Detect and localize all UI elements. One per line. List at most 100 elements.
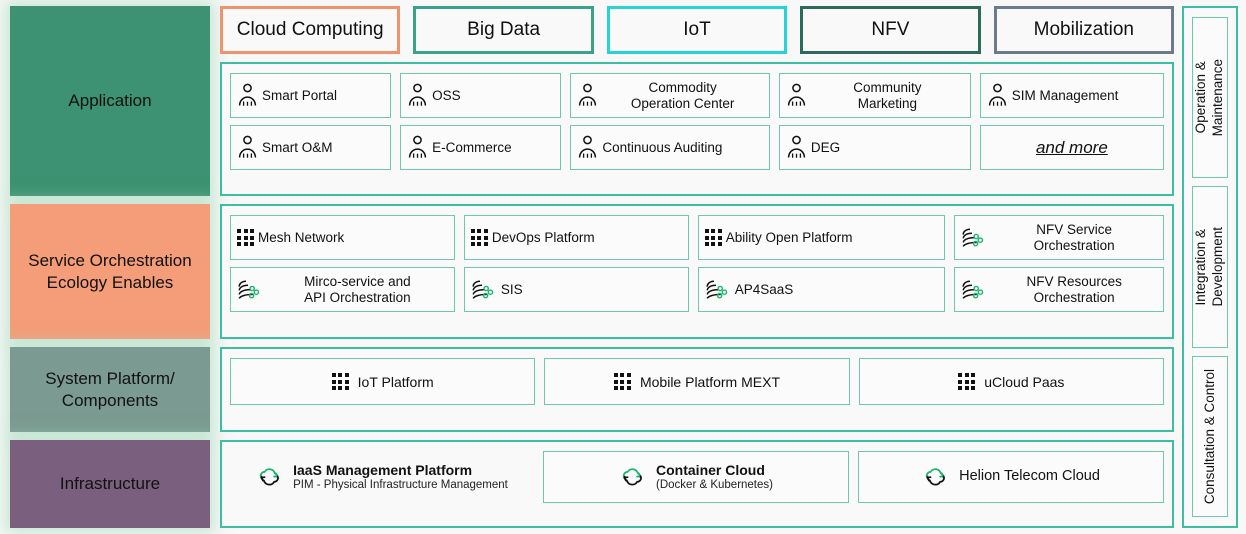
orchestration-icon: [961, 226, 987, 250]
item-label: Continuous Auditing: [602, 139, 723, 155]
tab-label: Big Data: [467, 19, 541, 40]
infrastructure-item-2[interactable]: Container Cloud(Docker & Kubernetes): [543, 451, 849, 503]
item-label: IoT Platform: [357, 373, 434, 390]
tab-big-data[interactable]: Big Data: [413, 6, 594, 54]
orchestration-icon: [961, 278, 987, 302]
tab-iot[interactable]: IoT: [606, 6, 788, 54]
layer-label-system: System Platform/ Components: [10, 347, 210, 432]
item-cell[interactable]: Mesh Network: [230, 215, 455, 260]
sidebar-item-label: Integration & Development: [1193, 227, 1225, 307]
item-label: Mirco-service and API Orchestration: [304, 274, 411, 305]
application-column-3: Commodity Operation Center Continuous Au…: [570, 73, 770, 185]
item-cell[interactable]: SIM Management: [979, 73, 1164, 118]
layer-label-text: System Platform/ Components: [45, 369, 175, 410]
item-cell[interactable]: AP4SaaS: [697, 267, 946, 312]
sidebar-item-2[interactable]: Integration & Development: [1192, 186, 1228, 348]
item-label: DEG: [810, 139, 841, 155]
item-cell[interactable]: DevOps Platform: [463, 215, 689, 260]
item-cell[interactable]: Mirco-service and API Orchestration: [230, 267, 455, 312]
dots-grid-icon: [470, 229, 488, 246]
item-cell[interactable]: Commodity Operation Center: [570, 73, 770, 118]
layer-label-infrastructure: Infrastructure: [10, 440, 210, 528]
person-icon: [786, 83, 807, 108]
item-cell[interactable]: NFV Resources Orchestration: [954, 267, 1164, 312]
item-label: Smart Portal: [262, 87, 338, 103]
layer-label-service: Service Orchestration Ecology Enables: [10, 204, 210, 339]
item-label: and more: [1035, 137, 1108, 157]
item-cell[interactable]: and more: [979, 125, 1164, 170]
system-item-1[interactable]: IoT Platform: [230, 358, 536, 405]
orchestration-icon: [471, 278, 497, 302]
layer-label-text: Application: [68, 91, 152, 111]
item-cell[interactable]: Smart Portal: [230, 73, 392, 118]
item-label: DevOps Platform: [491, 229, 595, 245]
item-cell[interactable]: NFV Service Orchestration: [954, 215, 1164, 260]
infrastructure-item-text: Helion Telecom Cloud: [959, 468, 1100, 485]
service-panel: Mesh Network Mirco-service and API Orche…: [220, 204, 1174, 339]
service-column-3: Ability Open Platform AP4SaaS: [697, 215, 946, 328]
item-label: SIM Management: [1011, 87, 1119, 103]
person-icon: [237, 135, 258, 160]
item-cell[interactable]: Continuous Auditing: [570, 125, 770, 170]
item-label: Smart O&M: [262, 139, 333, 155]
item-label: E-Commerce: [432, 139, 512, 155]
item-label: AP4SaaS: [734, 281, 794, 297]
infrastructure-item-3[interactable]: Helion Telecom Cloud: [858, 451, 1164, 503]
application-column-1: Smart Portal Smart O&M: [230, 73, 392, 185]
infrastructure-item-title: IaaS Management Platform: [293, 461, 473, 478]
layer-row-application: Application Cloud Computing Big Data IoT NF…: [10, 6, 1175, 196]
layer-row-service: Service Orchestration Ecology Enables Me…: [10, 204, 1174, 339]
infrastructure-item-subtitle: PIM - Physical Infrastructure Management: [293, 478, 508, 491]
sidebar-item-1[interactable]: Operation & Maintenance: [1192, 17, 1228, 179]
application-column: Cloud Computing Big Data IoT NFV Mobilizatio…: [220, 6, 1175, 196]
orchestration-icon: [705, 278, 731, 302]
dots-grid-icon: [704, 229, 722, 246]
person-icon: [407, 83, 428, 108]
item-cell[interactable]: Community Marketing: [778, 73, 971, 118]
item-cell[interactable]: SIS: [463, 267, 689, 312]
service-column-2: DevOps Platform SIS: [463, 215, 689, 328]
cloud-recycle-icon: [619, 465, 646, 489]
item-label: uCloud Paas: [984, 373, 1065, 390]
item-label: SIS: [500, 281, 523, 297]
person-icon: [987, 83, 1008, 108]
item-label: Community Marketing: [853, 80, 922, 111]
item-label: NFV Resources Orchestration: [1026, 274, 1122, 305]
layer-row-system: System Platform/ Components IoT Platform…: [10, 347, 1174, 432]
infrastructure-item-subtitle: (Docker & Kubernetes): [656, 478, 773, 491]
system-item-2[interactable]: Mobile Platform MEXT: [544, 358, 850, 405]
tab-strip: Cloud Computing Big Data IoT NFV Mobilizatio…: [220, 6, 1175, 54]
tab-label: NFV: [871, 19, 910, 40]
system-item-3[interactable]: uCloud Paas: [858, 358, 1164, 405]
item-cell[interactable]: E-Commerce: [400, 125, 562, 170]
dots-grid-icon: [958, 373, 976, 390]
sidebar-item-label: Consultation & Control: [1201, 368, 1217, 504]
sidebar-item-3[interactable]: Consultation & Control: [1192, 355, 1228, 517]
orchestration-icon: [237, 278, 263, 302]
service-grid: Mesh Network Mirco-service and API Orche…: [230, 215, 1164, 328]
person-icon: [786, 135, 807, 160]
item-cell[interactable]: DEG: [778, 125, 971, 170]
sidebar-item-label: Operation & Maintenance: [1193, 59, 1225, 137]
application-column-5: SIM Management and more: [979, 73, 1164, 185]
application-panel: Smart Portal Smart O&M OSS E-Commerce Co: [220, 62, 1174, 196]
tab-cloud-computing[interactable]: Cloud Computing: [220, 6, 401, 54]
tab-mobilization[interactable]: Mobilization: [993, 6, 1175, 54]
infrastructure-item-title: Helion Telecom Cloud: [959, 468, 1100, 485]
cloud-recycle-icon: [922, 465, 949, 489]
item-cell[interactable]: OSS: [400, 73, 562, 118]
tab-label: Mobilization: [1033, 19, 1134, 40]
layer-rows: Application Cloud Computing Big Data IoT NF…: [10, 6, 1175, 528]
item-label: OSS: [432, 87, 461, 103]
item-cell[interactable]: Smart O&M: [230, 125, 392, 170]
tab-nfv[interactable]: NFV: [800, 6, 981, 54]
item-label: Mesh Network: [258, 229, 345, 245]
item-cell[interactable]: Ability Open Platform: [697, 215, 946, 260]
